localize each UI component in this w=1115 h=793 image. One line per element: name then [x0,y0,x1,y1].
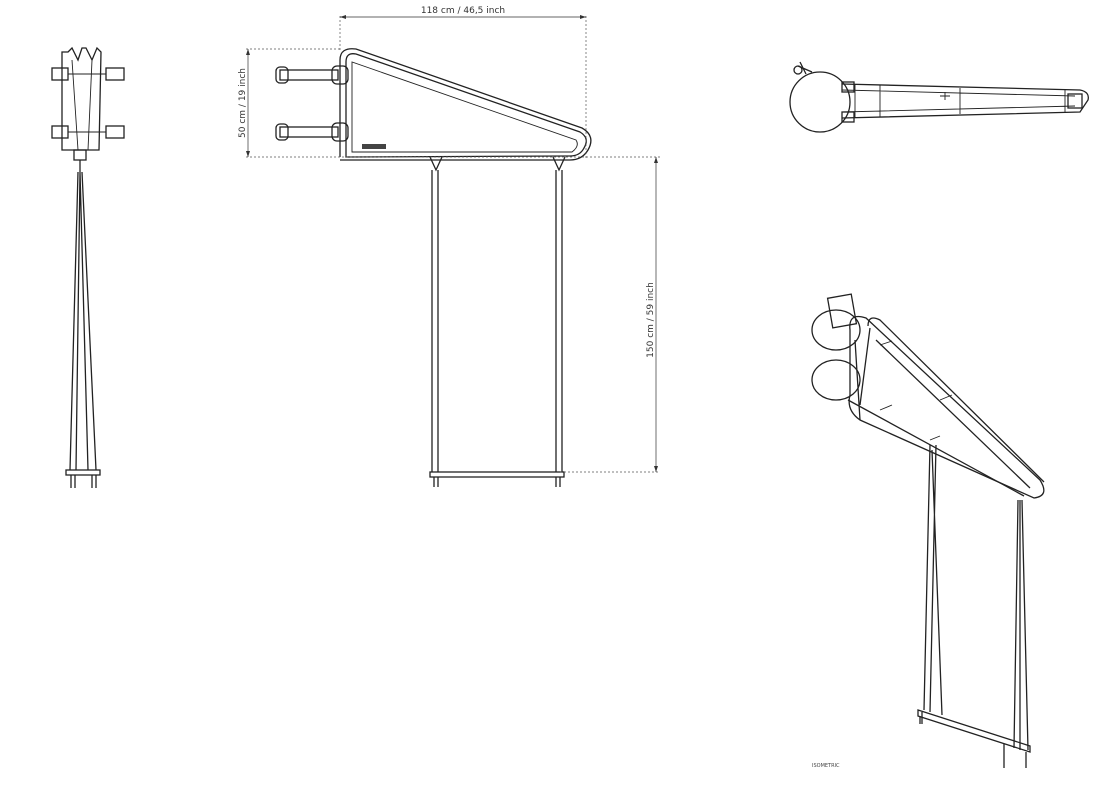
isometric-view [811,293,1045,768]
side-view [51,46,125,488]
dimensions: 118 cm / 46,5 inch 50 cm / 19 inch 150 c… [238,6,660,473]
width-dimension-label: 118 cm / 46,5 inch [421,6,505,16]
front-view [275,48,592,487]
brand-plate [362,144,386,149]
height-dimension-label: 50 cm / 19 inch [238,68,248,138]
isometric-label: ISOMETRIC [812,763,840,769]
drop-dimension-label: 150 cm / 59 inch [646,282,656,358]
top-view [789,61,1089,133]
